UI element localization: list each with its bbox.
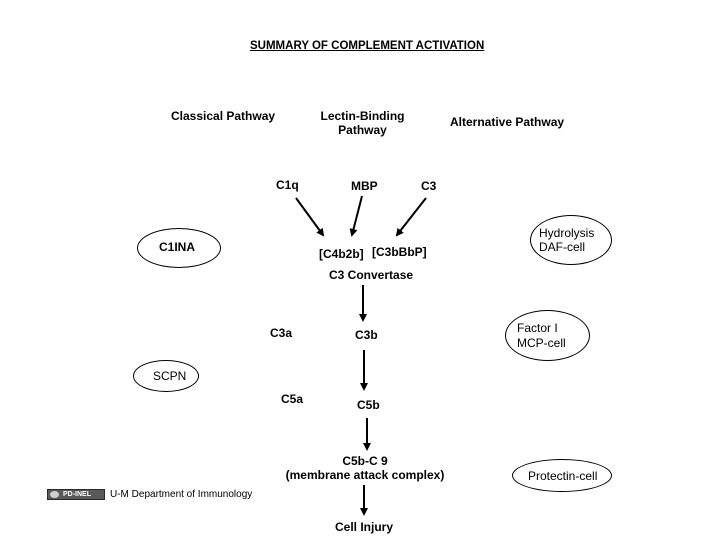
- c5b-label: C5b: [357, 398, 380, 412]
- c3-convertase-label: C3 Convertase: [329, 268, 414, 282]
- alternative-pathway-label: Alternative Pathway: [450, 115, 565, 129]
- c3a-label: C3a: [270, 326, 293, 340]
- c3bbbp-label: [C3bBbP]: [372, 245, 427, 259]
- mac-line2: (membrane attack complex): [285, 468, 445, 482]
- c3b-label: C3b: [355, 328, 378, 342]
- mbp-label: MBP: [351, 179, 378, 193]
- hydrolysis-line1: Hydrolysis: [539, 226, 595, 240]
- mac-line1: C5b-C 9: [342, 454, 388, 468]
- c1ina-oval: C1INA: [137, 228, 221, 268]
- lectin-pathway-label: Lectin-Binding Pathway: [310, 109, 415, 137]
- cell-injury-label: Cell Injury: [335, 520, 394, 534]
- c1q-label: C1q: [276, 178, 299, 192]
- hydrolysis-oval: Hydrolysis DAF-cell: [530, 215, 612, 265]
- c3-label: C3: [421, 179, 437, 193]
- factor-i-line1: Factor I: [517, 321, 558, 335]
- lectin-pathway-line2: Pathway: [338, 123, 387, 137]
- factor-i-oval: Factor I MCP-cell: [505, 310, 590, 361]
- classical-pathway-label: Classical Pathway: [171, 109, 276, 123]
- arrow-c1q-to-convertase: [295, 197, 325, 237]
- arrow-c3-to-convertase: [395, 197, 427, 237]
- protectin-label: Protectin-cell: [528, 469, 598, 483]
- c1ina-label: C1INA: [159, 240, 196, 254]
- credit-label: U-M Department of Immunology: [110, 489, 253, 500]
- diagram-title: SUMMARY OF COMPLEMENT ACTIVATION: [250, 40, 485, 52]
- protectin-oval: Protectin-cell: [512, 459, 612, 492]
- factor-i-line2: MCP-cell: [517, 336, 566, 350]
- scpn-oval: SCPN: [133, 360, 199, 392]
- lectin-pathway-line1: Lectin-Binding: [320, 109, 405, 123]
- hydrolysis-line2: DAF-cell: [539, 240, 586, 254]
- license-badge-label: PD-INEL: [63, 491, 91, 498]
- license-logo-icon: [50, 491, 59, 498]
- c4b2b-label: [C4b2b]: [319, 247, 364, 261]
- license-badge: PD-INEL: [47, 489, 105, 500]
- arrow-mbp-to-convertase: [349, 195, 363, 237]
- scpn-label: SCPN: [153, 369, 187, 383]
- mac-label: C5b-C 9 (membrane attack complex): [280, 454, 450, 482]
- c5a-label: C5a: [281, 392, 304, 406]
